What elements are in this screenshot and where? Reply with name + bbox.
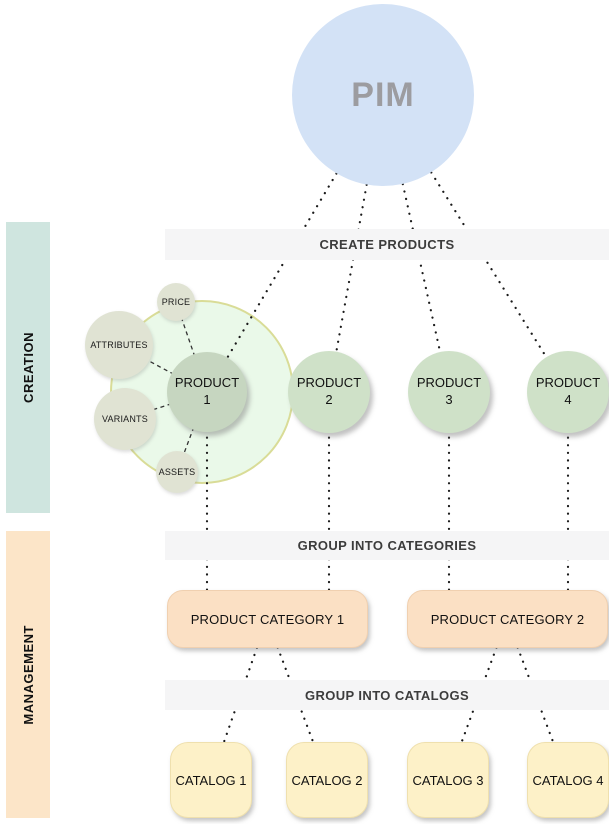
satellite-attributes-node: ATTRIBUTES (85, 311, 153, 379)
product-2-label-line1: PRODUCT (296, 375, 362, 391)
pim-node: PIM (292, 4, 474, 186)
product-category-2-node: PRODUCT CATEGORY 2 (407, 590, 608, 648)
catalog-3-node: CATALOG 3 (407, 742, 489, 818)
catalog-3-label: CATALOG 3 (412, 772, 484, 788)
catalog-4-label: CATALOG 4 (532, 772, 604, 788)
catalog-1-node: CATALOG 1 (170, 742, 252, 818)
product-1-node: PRODUCT 1 (167, 352, 247, 432)
satellite-assets-label: ASSETS (158, 467, 196, 477)
product-4-node: PRODUCT 4 (527, 351, 609, 433)
product-1-label-line2: 1 (203, 392, 211, 407)
create-products-banner-label: CREATE PRODUCTS (319, 237, 455, 252)
product-1-label-line1: PRODUCT (174, 375, 240, 391)
satellite-variants-node: VARIANTS (94, 388, 156, 450)
satellite-price-node: PRICE (157, 283, 195, 321)
catalog-1-label: CATALOG 1 (175, 772, 247, 788)
catalog-2-label: CATALOG 2 (291, 772, 363, 788)
satellite-variants-label: VARIANTS (102, 414, 148, 424)
product-3-label-line1: PRODUCT (416, 375, 482, 391)
product-category-2-label: PRODUCT CATEGORY 2 (430, 611, 585, 627)
product-category-1-label: PRODUCT CATEGORY 1 (190, 611, 345, 627)
product-4-label-line1: PRODUCT (535, 375, 601, 391)
creation-phase-strip: CREATION (6, 222, 50, 513)
product-2-node: PRODUCT 2 (288, 351, 370, 433)
pim-node-label: PIM (351, 75, 415, 114)
group-into-catalogs-banner-label: GROUP INTO CATALOGS (304, 687, 470, 703)
catalog-2-node: CATALOG 2 (286, 742, 368, 818)
catalog-4-node: CATALOG 4 (527, 742, 609, 818)
create-products-banner: CREATE PRODUCTS (165, 229, 609, 260)
group-into-categories-banner: GROUP INTO CATEGORIES (165, 531, 609, 560)
satellite-assets-node: ASSETS (156, 451, 198, 493)
product-category-1-node: PRODUCT CATEGORY 1 (167, 590, 368, 648)
product-3-node: PRODUCT 3 (408, 351, 490, 433)
management-phase-strip: MANAGEMENT (6, 531, 50, 818)
product-3-label-line2: 3 (445, 392, 453, 407)
group-into-categories-banner-label: GROUP INTO CATEGORIES (297, 538, 477, 553)
satellite-price-label: PRICE (161, 297, 191, 307)
group-into-catalogs-banner: GROUP INTO CATALOGS (165, 680, 609, 710)
product-2-label-line2: 2 (325, 392, 333, 407)
satellite-attributes-label: ATTRIBUTES (90, 340, 148, 350)
product-4-label-line2: 4 (564, 392, 572, 407)
